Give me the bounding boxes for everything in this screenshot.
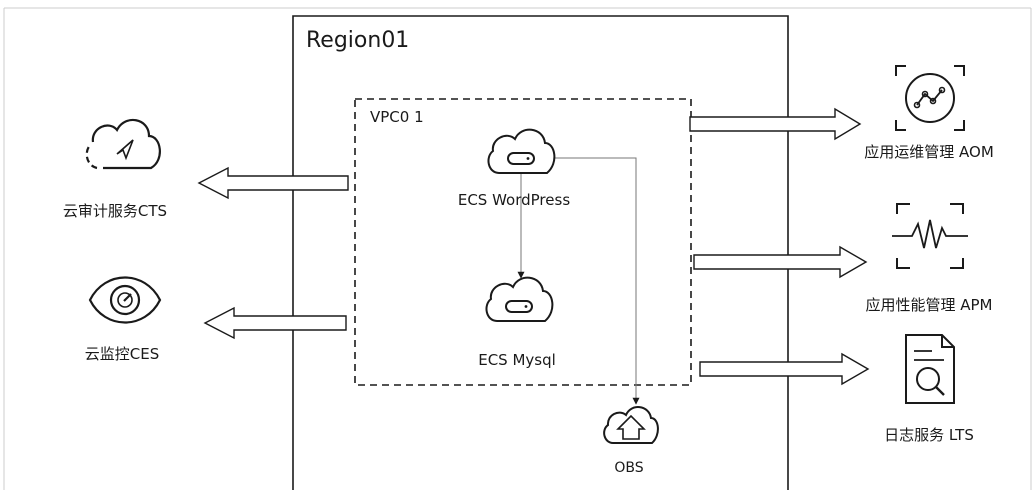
eye-icon [88, 276, 162, 324]
audit-cloud-icon [85, 119, 161, 170]
ces-label: 云监控CES [84, 345, 160, 363]
arrow-to-lts [699, 352, 870, 386]
pulse-icon [892, 203, 968, 269]
ecs-mysql-label: ECS Mysql [478, 351, 556, 369]
ecs-wordpress-label: ECS WordPress [457, 191, 571, 209]
region-title: Region01 [306, 28, 410, 53]
lts-label: 日志服务 LTS [884, 426, 974, 444]
apm-label: 应用性能管理 APM [865, 296, 993, 314]
arrow-to-apm [693, 245, 868, 279]
aom-label: 应用运维管理 AOM [864, 143, 994, 161]
region-box [292, 15, 789, 490]
wordpress-to-obs-arrow [555, 157, 640, 405]
line-chart-icon [895, 65, 965, 131]
vpc-title: VPC0 1 [370, 108, 424, 126]
obs-label: OBS [614, 460, 644, 476]
arrow-to-aom [689, 107, 862, 141]
arrow-to-cts [197, 166, 349, 200]
cts-label: 云审计服务CTS [62, 202, 168, 220]
log-search-icon [905, 334, 955, 404]
server-cloud-icon [485, 276, 554, 322]
upload-cloud-icon [603, 406, 659, 444]
server-cloud-icon [487, 128, 556, 174]
arrow-to-ces [203, 306, 347, 340]
vpc-box [354, 98, 692, 386]
